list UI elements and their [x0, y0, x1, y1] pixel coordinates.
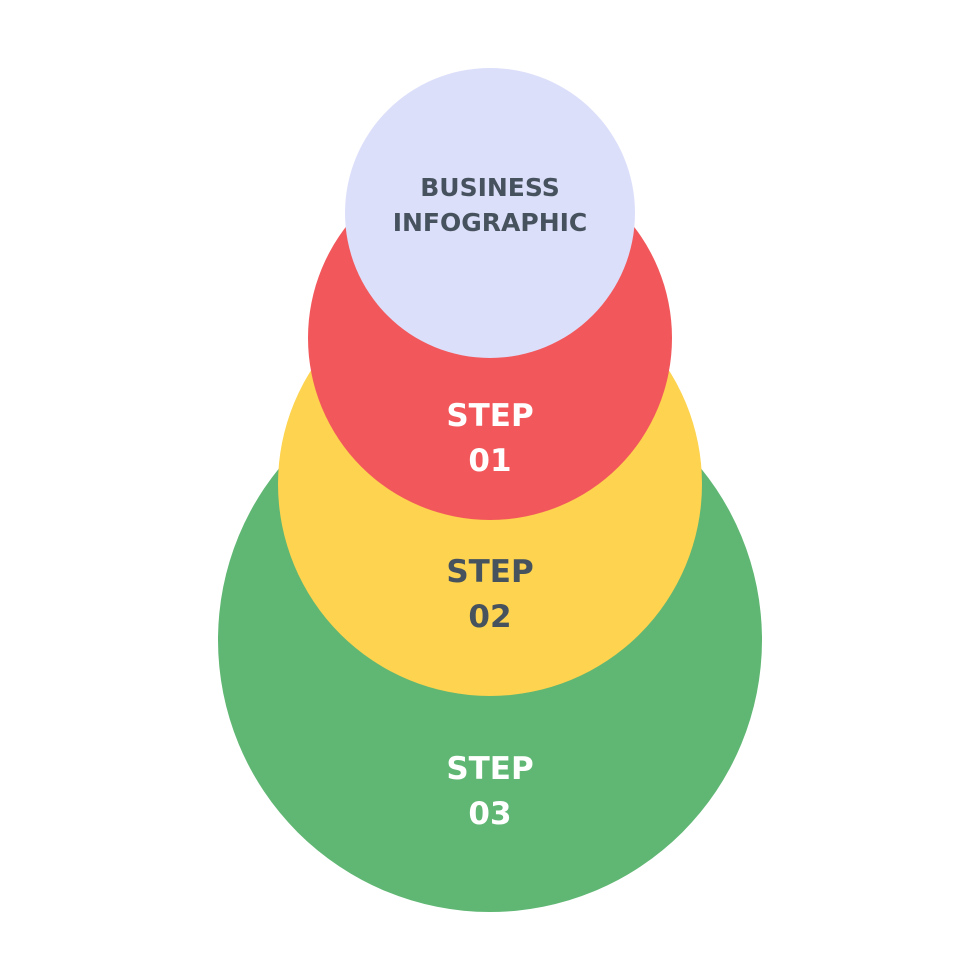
step-02-label: STEP 02: [340, 550, 640, 640]
step-01-word: STEP: [446, 398, 534, 434]
title-circle: [345, 68, 635, 358]
step-01-number: 01: [468, 443, 512, 479]
step-02-number: 02: [468, 599, 512, 635]
title-line-1: BUSINESS: [420, 173, 560, 202]
step-03-number: 03: [468, 796, 512, 832]
step-03-label: STEP 03: [340, 747, 640, 837]
title-line-2: INFOGRAPHIC: [392, 208, 588, 237]
step-02-word: STEP: [446, 554, 534, 590]
step-01-label: STEP 01: [340, 394, 640, 484]
infographic-title: BUSINESS INFOGRAPHIC: [340, 170, 640, 240]
step-03-word: STEP: [446, 751, 534, 787]
